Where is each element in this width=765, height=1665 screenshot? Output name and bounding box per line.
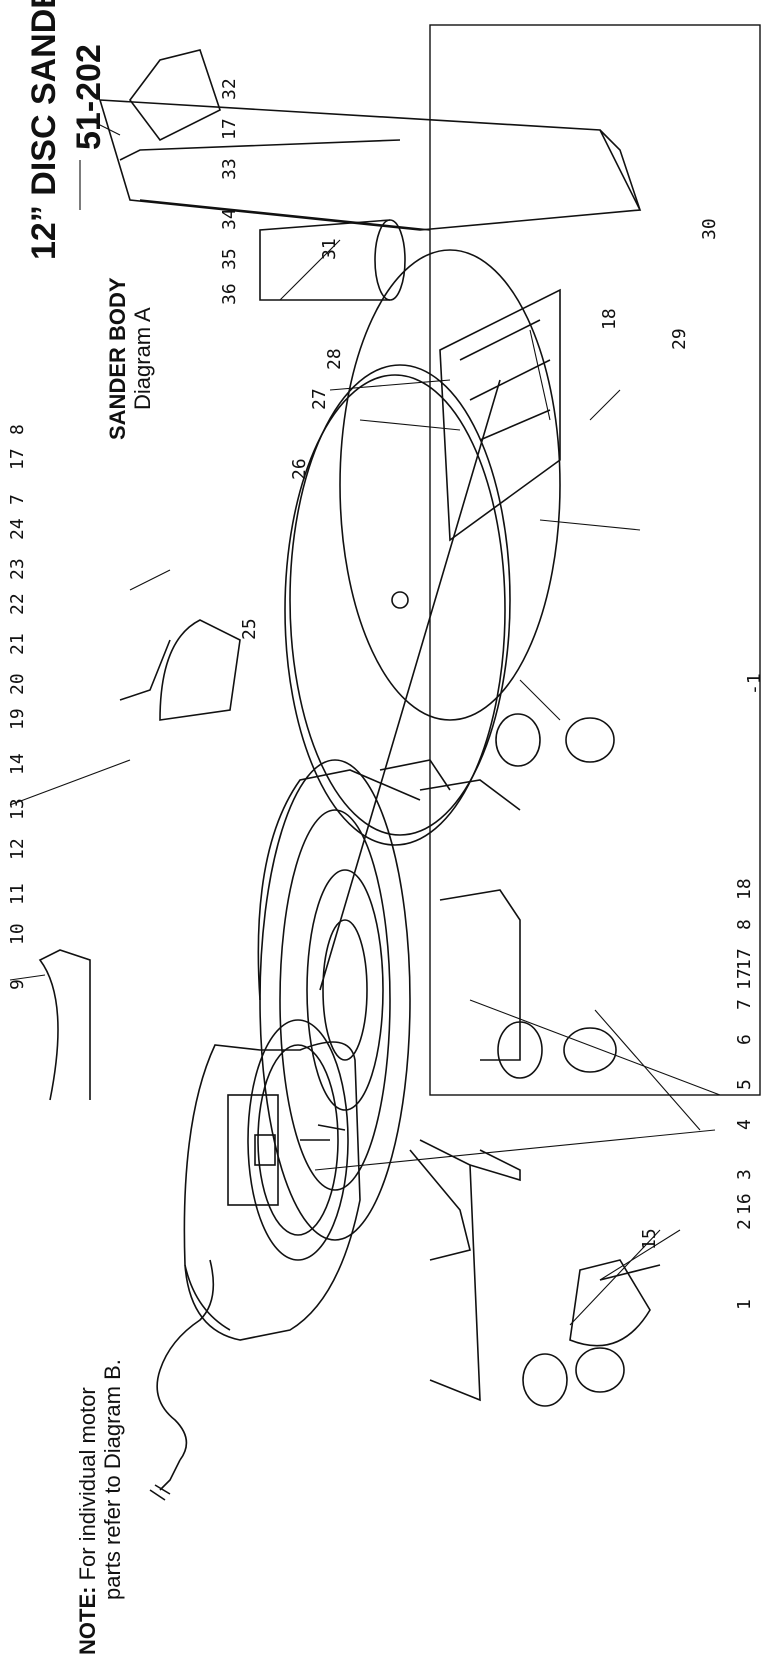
part-label: 34	[219, 208, 240, 230]
part-label: 32	[219, 78, 240, 100]
sander-body-casting	[257, 759, 471, 1261]
footer-box-text: -1	[744, 673, 765, 695]
part-label: 31	[319, 238, 340, 260]
part-label: 17	[7, 448, 28, 470]
disc-plate	[284, 364, 511, 846]
product-name: 12” DISC SANDER	[25, 0, 63, 260]
part-label: 23	[7, 558, 28, 580]
part-label: 33	[219, 158, 240, 180]
part-label: 17	[734, 948, 755, 970]
part-label: 8	[734, 919, 755, 930]
part-label: 26	[289, 458, 310, 480]
note-label: NOTE:	[75, 1586, 100, 1655]
model-number: 51-202	[70, 44, 108, 150]
part-label: 11	[7, 883, 28, 905]
part-label: 7	[7, 494, 28, 505]
footer-box	[429, 24, 761, 1096]
part-label: 19	[7, 708, 28, 730]
part-label: 20	[7, 673, 28, 695]
rubber-feet	[495, 713, 625, 1407]
part-label: 18	[734, 878, 755, 900]
trunnion-bracket-right	[119, 619, 241, 721]
part-label: 21	[7, 633, 28, 655]
part-label: 17	[219, 118, 240, 140]
part-label: 8	[7, 424, 28, 435]
part-label: 2	[734, 1219, 755, 1230]
extension-tube	[259, 219, 406, 301]
part-label: 5	[734, 1079, 755, 1090]
trunnion-bracket-left	[569, 1259, 661, 1347]
part-label: 9	[7, 979, 28, 990]
part-label: 1	[734, 1299, 755, 1310]
table-bracket	[119, 49, 401, 161]
part-label: 30	[699, 218, 720, 240]
part-label: 16	[734, 1193, 755, 1215]
motor-note-line-1: NOTE: For individual motor	[75, 1387, 101, 1655]
part-label: 22	[7, 593, 28, 615]
part-label: 35	[219, 248, 240, 270]
part-label: 18	[599, 308, 620, 330]
part-label: 36	[219, 283, 240, 305]
note-text-1: For individual motor	[75, 1387, 100, 1587]
part-label: 29	[669, 328, 690, 350]
motor-note-line-2: parts refer to Diagram B.	[100, 1359, 125, 1600]
section-title: SANDER BODY	[105, 277, 130, 440]
disc-guard	[38, 949, 91, 1101]
part-label: 3	[734, 1169, 755, 1180]
part-label: 6	[734, 1034, 755, 1045]
part-label: 13	[7, 798, 28, 820]
assembly-axis-line	[319, 379, 501, 991]
part-label: 15	[639, 1228, 660, 1250]
sanding-disc	[339, 249, 561, 721]
part-label: 25	[239, 618, 260, 640]
part-label: 24	[7, 518, 28, 540]
work-table	[98, 99, 642, 231]
base-frame	[419, 779, 521, 1402]
section-subtitle: Diagram A	[130, 307, 155, 410]
part-label: 27	[309, 388, 330, 410]
part-label: 12	[7, 838, 28, 860]
part-label: 10	[7, 923, 28, 945]
motor	[149, 1019, 361, 1501]
dust-chute	[439, 288, 561, 542]
part-label: 14	[7, 753, 28, 775]
part-label: 17	[734, 968, 755, 990]
part-label: 28	[324, 348, 345, 370]
part-label: 7	[734, 999, 755, 1010]
part-label: 4	[734, 1119, 755, 1130]
